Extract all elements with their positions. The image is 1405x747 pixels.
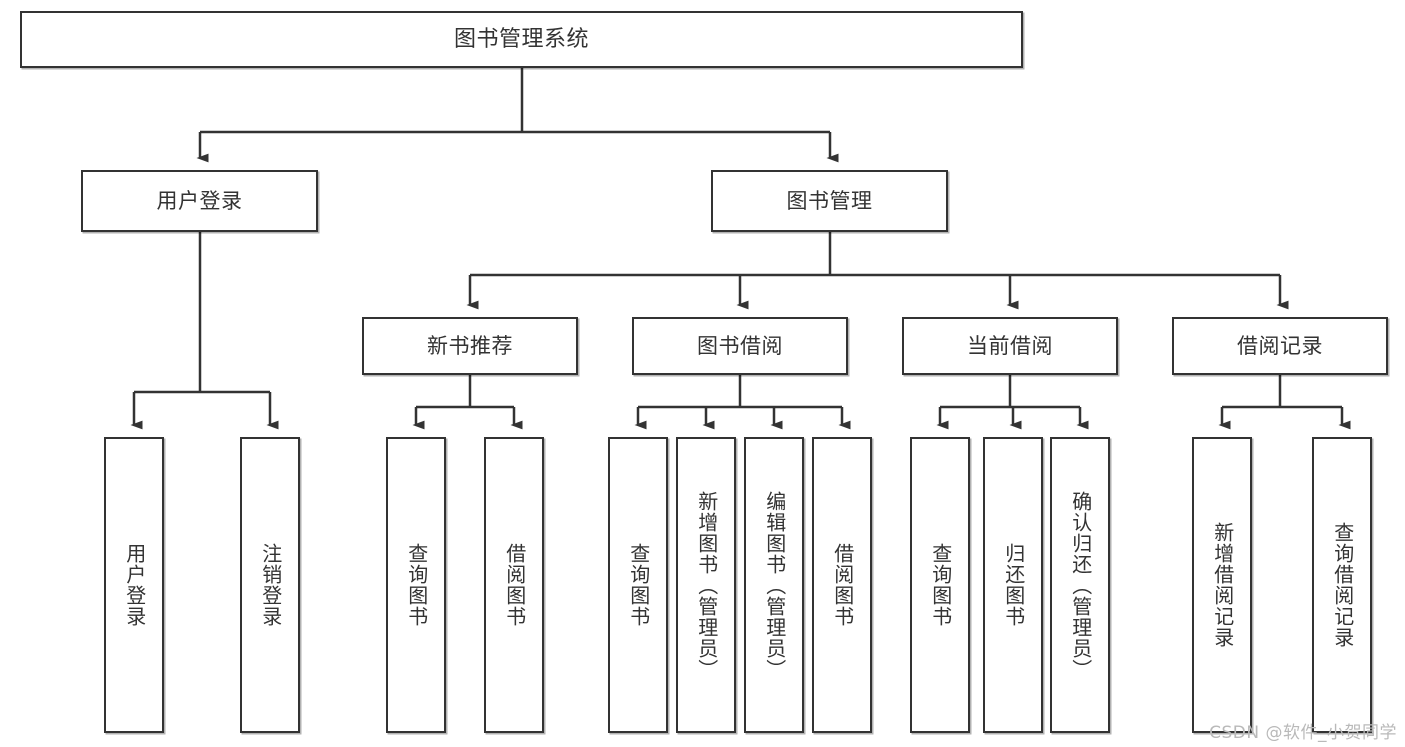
node-label: 新书推荐	[427, 333, 513, 358]
node-label: 当前借阅	[967, 333, 1053, 358]
node-borrow-record[interactable]: 借阅记录	[1172, 317, 1388, 375]
node-label: 借阅记录	[1237, 333, 1323, 358]
node-leaf-query-book-1[interactable]: 查询图书	[386, 437, 446, 733]
node-leaf-query-book-2[interactable]: 查询图书	[608, 437, 668, 733]
node-leaf-borrow-book-1[interactable]: 借阅图书	[484, 437, 544, 733]
node-label: 注销登录	[258, 543, 283, 627]
node-label: 查询图书	[626, 543, 651, 627]
node-label: 用户登录	[122, 543, 147, 627]
node-leaf-user-login[interactable]: 用户登录	[104, 437, 164, 733]
node-leaf-borrow-book-2[interactable]: 借阅图书	[812, 437, 872, 733]
node-leaf-return-book[interactable]: 归还图书	[983, 437, 1043, 733]
node-label: 查询借阅记录	[1330, 522, 1355, 648]
node-label: 归还图书	[1001, 543, 1026, 627]
node-label: 查询图书	[928, 543, 953, 627]
node-label: 查询图书	[404, 543, 429, 627]
node-label: 借阅图书	[830, 543, 855, 627]
node-leaf-edit-book[interactable]: 编辑图书（管理员）	[744, 437, 804, 733]
node-label: 借阅图书	[502, 543, 527, 627]
node-label: 新增图书（管理员）	[694, 490, 719, 680]
node-label: 图书管理	[786, 188, 873, 213]
node-label: 新增借阅记录	[1210, 522, 1235, 648]
node-leaf-query-book-3[interactable]: 查询图书	[910, 437, 970, 733]
node-user-login[interactable]: 用户登录	[81, 170, 318, 232]
node-label: 编辑图书（管理员）	[762, 490, 787, 680]
node-new-book-rec[interactable]: 新书推荐	[362, 317, 578, 375]
watermark-text: CSDN @软件_小贺同学	[1209, 723, 1397, 743]
node-label: 图书管理系统	[453, 26, 589, 52]
node-book-borrow[interactable]: 图书借阅	[632, 317, 848, 375]
node-leaf-query-record[interactable]: 查询借阅记录	[1312, 437, 1372, 733]
node-root[interactable]: 图书管理系统	[20, 11, 1023, 68]
node-current-borrow[interactable]: 当前借阅	[902, 317, 1118, 375]
node-leaf-logout-login[interactable]: 注销登录	[240, 437, 300, 733]
node-leaf-add-record[interactable]: 新增借阅记录	[1192, 437, 1252, 733]
node-book-manage[interactable]: 图书管理	[711, 170, 948, 232]
node-label: 确认归还（管理员）	[1068, 490, 1093, 680]
node-leaf-confirm-return[interactable]: 确认归还（管理员）	[1050, 437, 1110, 733]
node-leaf-add-book[interactable]: 新增图书（管理员）	[676, 437, 736, 733]
node-label: 图书借阅	[697, 333, 783, 358]
node-label: 用户登录	[156, 188, 243, 213]
